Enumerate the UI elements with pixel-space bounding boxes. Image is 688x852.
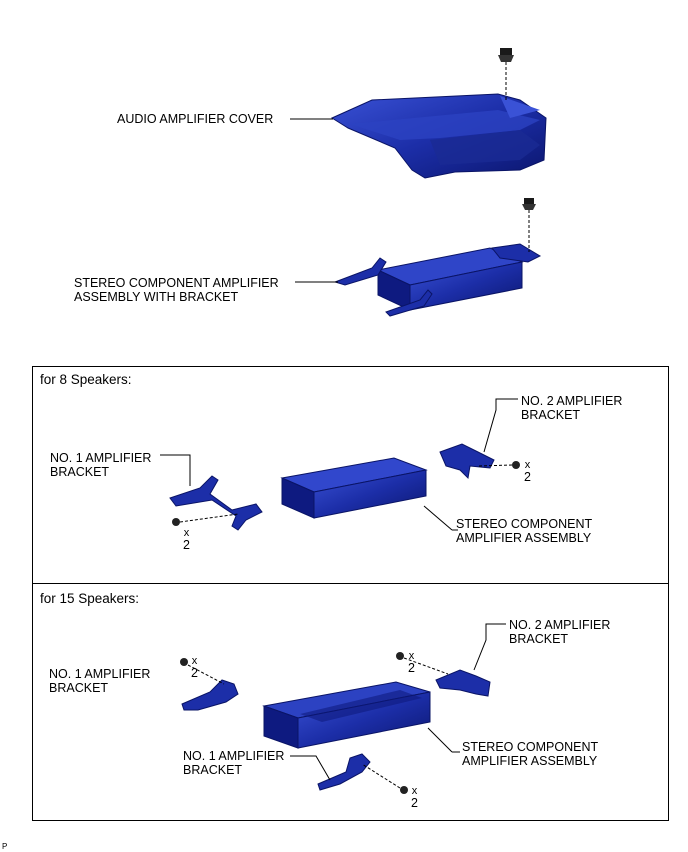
s8-amp-leader: [423, 505, 453, 531]
s15-no2-bracket: [435, 669, 491, 697]
figure-code: P: [2, 842, 8, 851]
s15-no1-bottom-bracket: [317, 753, 371, 791]
s15-no2-bolt: [396, 652, 449, 675]
s15-no2-leader: [473, 623, 506, 671]
amplifier-assembly-with-bracket: [333, 243, 542, 317]
s8-no1-bolt: [172, 513, 239, 526]
cover-label: AUDIO AMPLIFIER COVER: [117, 112, 274, 126]
s15-amp-leader: [427, 727, 453, 753]
s15-no1-bottom-leader: [290, 755, 331, 781]
s8-no2-bolt: [477, 461, 520, 469]
s15-amplifier-assembly: [262, 681, 431, 749]
s15-no1-bottom-bolt: [361, 763, 408, 794]
s15-no1-left-bracket: [181, 679, 239, 711]
s8-no1-bracket: [169, 475, 263, 531]
s8-no2-bracket: [439, 443, 495, 480]
section-8-title: for 8 Speakers:: [40, 372, 132, 387]
section-15-speakers: [32, 583, 669, 821]
s8-no1-leader: [160, 454, 191, 486]
cover-bolt: [498, 48, 514, 100]
s8-amplifier-assembly: [280, 457, 428, 519]
assembly-bolt: [522, 198, 536, 252]
audio-amplifier-cover: [330, 93, 547, 179]
s15-no1-left-bolt: [180, 658, 225, 685]
section-15-title: for 15 Speakers:: [40, 591, 140, 606]
s8-no2-leader: [483, 398, 518, 453]
